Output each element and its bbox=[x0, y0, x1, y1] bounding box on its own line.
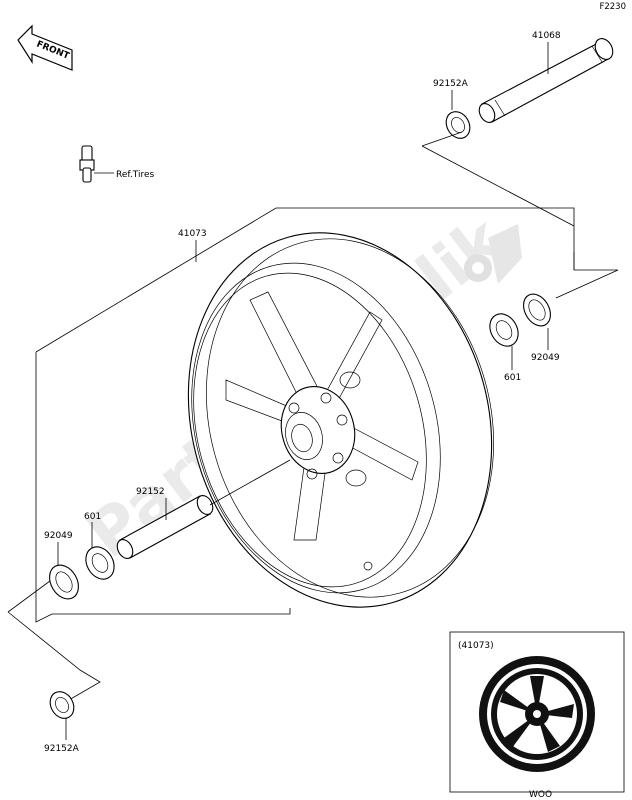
inset-title: (41073) bbox=[458, 641, 494, 651]
label-92152: 92152 bbox=[136, 487, 165, 497]
label-92152A-top: 92152A bbox=[433, 79, 469, 89]
label-92152A-bottom: 92152A bbox=[44, 744, 80, 754]
axle-part-41068[interactable] bbox=[476, 36, 616, 126]
collar-part-92152A-top[interactable] bbox=[441, 107, 474, 142]
spacer-part-92152[interactable] bbox=[114, 493, 216, 561]
front-direction-arrow-icon: FRONT bbox=[17, 24, 73, 71]
front-wheel-part-41073[interactable] bbox=[145, 197, 534, 644]
diagram-code: F2230 bbox=[599, 2, 626, 12]
oil-seal-part-92049-left[interactable] bbox=[44, 560, 85, 604]
label-41068: 41068 bbox=[532, 31, 561, 41]
label-41073: 41073 bbox=[178, 229, 207, 239]
label-601-left: 601 bbox=[84, 512, 101, 522]
label-92049-left: 92049 bbox=[44, 531, 73, 541]
tire-valve-part[interactable] bbox=[79, 145, 95, 183]
oil-seal-part-92049-right[interactable] bbox=[518, 289, 556, 330]
label-601-right: 601 bbox=[504, 373, 521, 383]
label-ref-tires: Ref.Tires bbox=[116, 170, 155, 180]
collar-part-92152A-bottom[interactable] bbox=[45, 687, 78, 722]
inset-caption: WOO bbox=[529, 790, 552, 800]
bearing-part-601-right[interactable] bbox=[484, 309, 524, 351]
inset-frame bbox=[449, 631, 625, 793]
color-variant-inset: (41073) WOO bbox=[449, 631, 625, 800]
inset-wheel-icon bbox=[479, 656, 595, 772]
label-92049-right: 92049 bbox=[531, 353, 560, 363]
watermark-gear-icon bbox=[464, 224, 522, 284]
bearing-part-601-left[interactable] bbox=[80, 542, 120, 584]
